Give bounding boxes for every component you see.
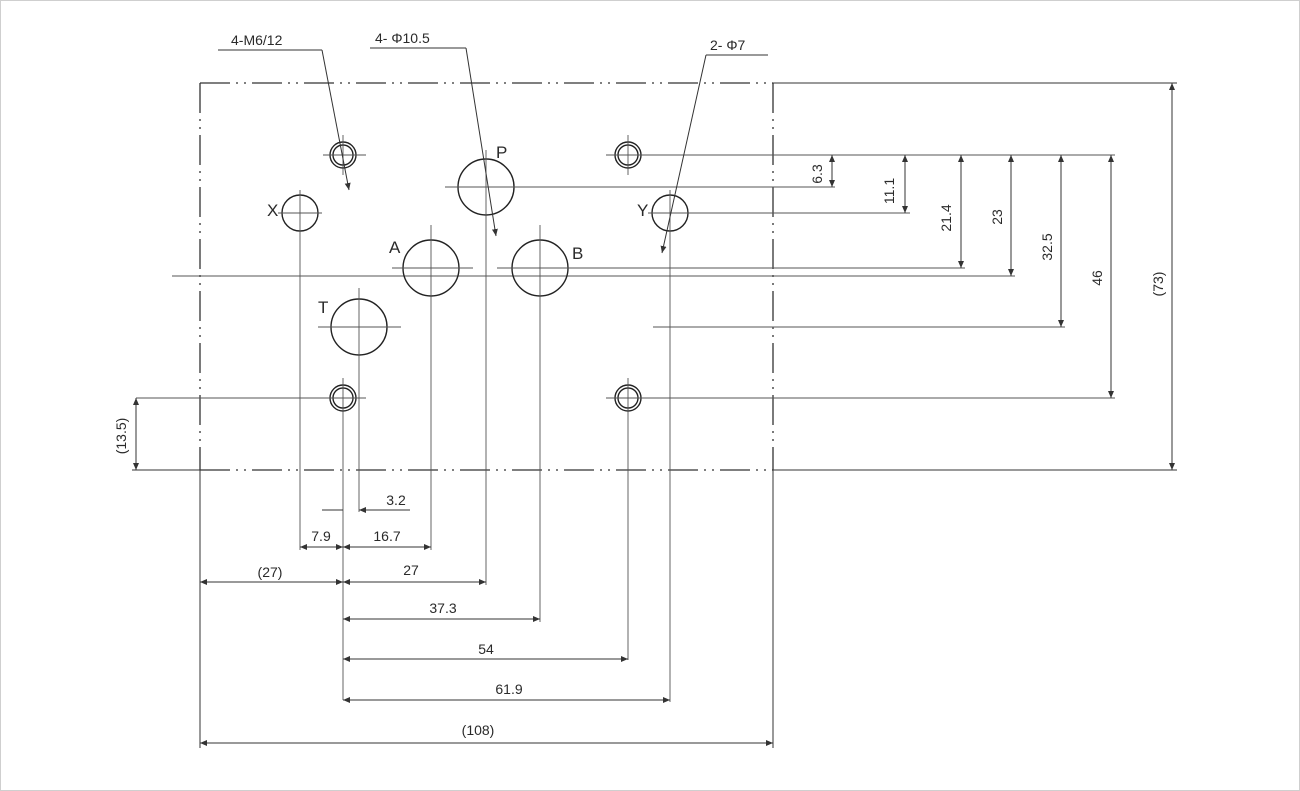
mounting-holes [136, 135, 1115, 702]
dim-27-ref: (27) [258, 564, 283, 580]
vertical-dimension-lines [133, 83, 1175, 470]
dim-54: 54 [478, 641, 494, 657]
port-t-hole [318, 288, 401, 512]
thread-hole-bottom-right [606, 378, 1115, 660]
dim-6-3: 6.3 [809, 164, 825, 184]
port-p-hole [445, 150, 835, 585]
port-p-label: P [496, 143, 507, 162]
thread-hole-top-left [323, 135, 366, 175]
dim-23: 23 [989, 209, 1005, 225]
port-x-hole [278, 190, 322, 550]
thread-hole-bottom-left [136, 378, 366, 700]
port-b-hole [497, 225, 965, 622]
leader-lines [218, 47, 768, 254]
dim-21-4: 21.4 [938, 204, 954, 231]
dim-16-7: 16.7 [373, 528, 400, 544]
bore-large-callout: 4- Φ10.5 [375, 30, 430, 46]
port-x-label: X [267, 201, 278, 220]
bore-small-callout: 2- Φ7 [710, 37, 746, 53]
dim-73-ref: (73) [1150, 272, 1166, 297]
port-b-label: B [572, 244, 583, 263]
port-a-hole [392, 225, 473, 550]
dim-27: 27 [403, 562, 419, 578]
dim-3-2: 3.2 [386, 492, 406, 508]
horizontal-dimension-lines [200, 507, 773, 746]
extension-lines [132, 82, 1177, 748]
dim-37-3: 37.3 [429, 600, 456, 616]
plate-outline [199, 82, 774, 471]
dim-46: 46 [1089, 270, 1105, 286]
port-t-label: T [318, 298, 328, 317]
dim-61-9: 61.9 [495, 681, 522, 697]
thread-hole-top-right [606, 135, 1115, 175]
port-a-label: A [389, 238, 401, 257]
port-y-hole [648, 190, 910, 702]
port-y-label: Y [637, 201, 648, 220]
dim-11-1: 11.1 [881, 178, 897, 204]
dim-108-ref: (108) [462, 722, 495, 738]
dim-32-5: 32.5 [1039, 233, 1055, 260]
dim-13-5-ref: (13.5) [113, 418, 129, 455]
dim-7-9: 7.9 [311, 528, 331, 544]
thread-callout: 4-M6/12 [231, 32, 283, 48]
